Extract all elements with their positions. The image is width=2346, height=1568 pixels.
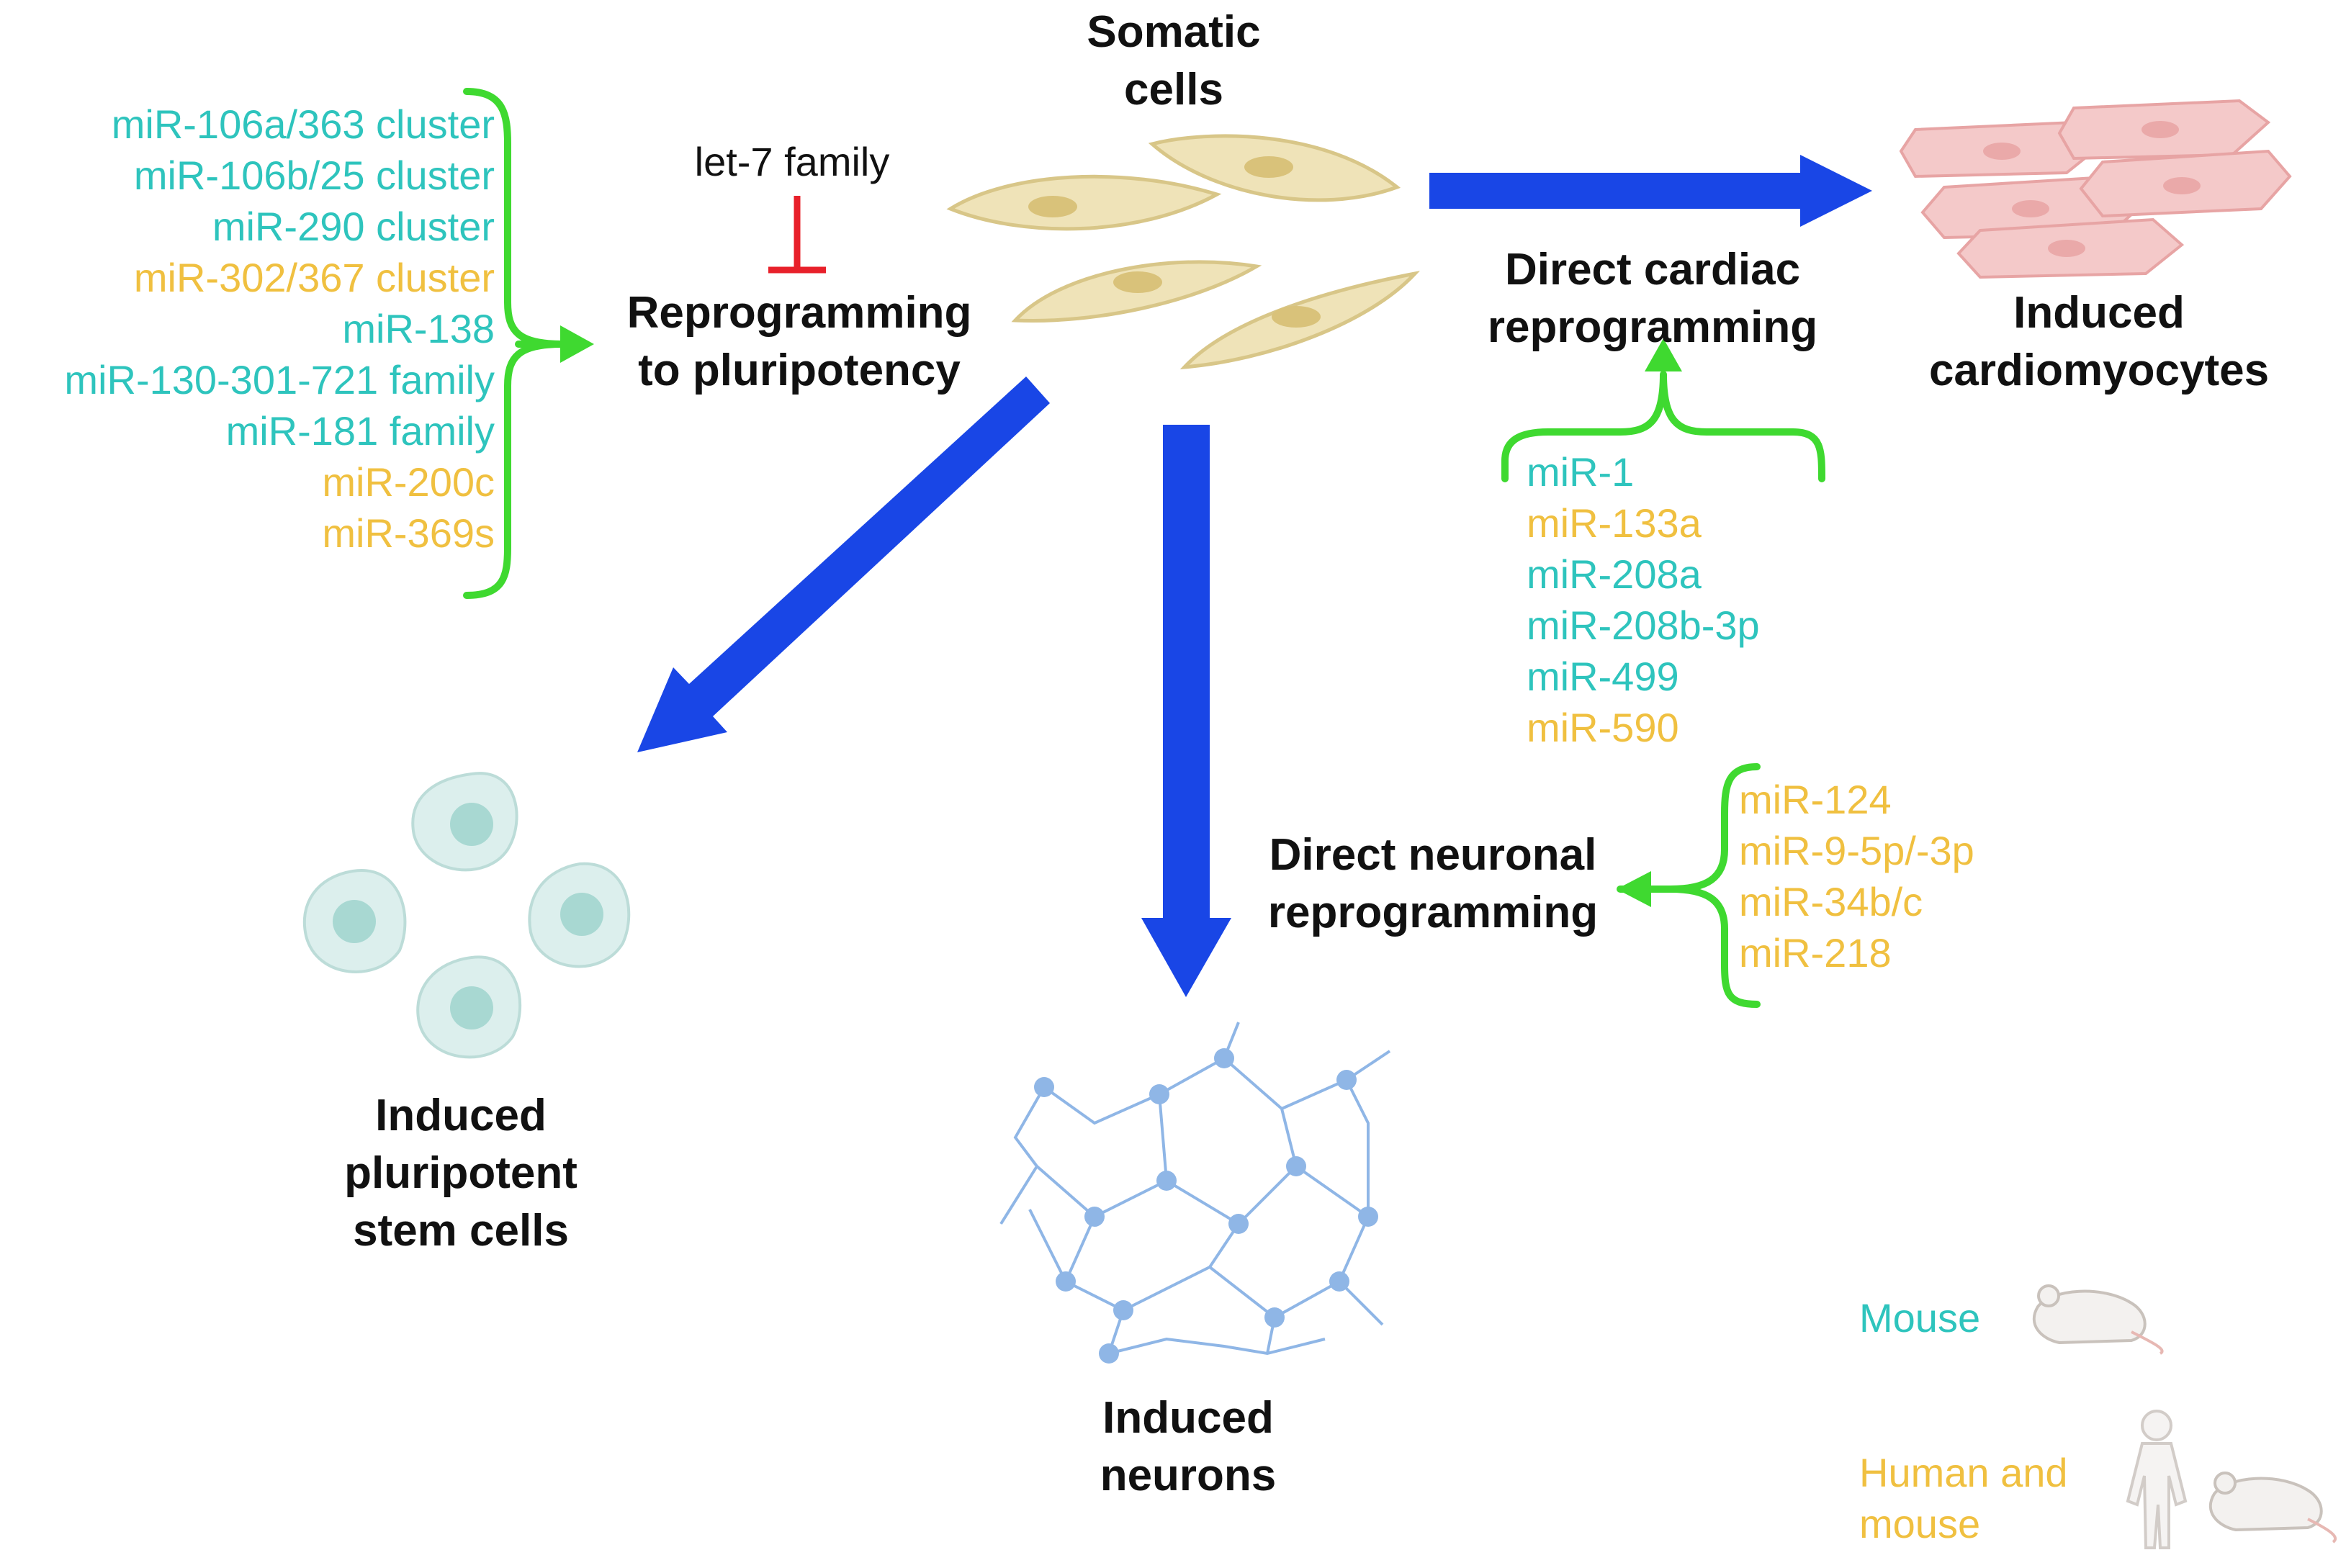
mirna-item: miR-124 [1739,777,1892,822]
neurons-illustration [999,1022,1391,1364]
mirna-item: miR-590 [1527,705,1679,750]
mirna-item: miR-138 [342,306,495,351]
mirna-item: miR-369s [322,510,495,556]
arrow-to-neurons [1141,425,1231,997]
green-arrowheads [560,325,1682,907]
ipsc-illustration [302,772,631,1059]
let7-inhibition-symbol [768,196,826,274]
human-figure-icon [2126,1410,2188,1549]
mirna-item: miR-208b-3p [1527,603,1760,648]
mirna-item: miR-133a [1527,500,1702,546]
mirna-item: miR-218 [1739,930,1892,976]
mirna-item: miR-1 [1527,449,1635,495]
mirna-item: miR-106b/25 cluster [133,153,495,198]
neuronal-mirna-list: miR-124 miR-9-5p/-3p miR-34b/c miR-218 [1739,774,2041,978]
mirna-item: miR-106a/363 cluster [111,102,495,147]
mouse-icon [2032,1284,2164,1355]
mirna-item: miR-34b/c [1739,879,1923,924]
mirna-item: miR-208a [1527,551,1702,597]
mirna-item: miR-181 family [225,408,495,454]
arrow-to-ipsc [637,377,1050,752]
legend-mouse-label: Mouse [1859,1295,1981,1341]
mirna-item: miR-499 [1527,654,1679,699]
mirna-item: miR-302/367 cluster [133,255,495,300]
mirna-item: miR-130-301-721 family [64,357,495,402]
blue-arrows [637,155,1872,997]
mirna-item: miR-9-5p/-3p [1739,828,1974,873]
let7-family-label: let-7 family [694,139,890,184]
cardiac-bracket [1501,371,1825,482]
arrow-to-cardiomyocytes [1429,155,1872,227]
pluripotency-mirna-list: miR-106a/363 cluster miR-106b/25 cluster… [0,99,495,559]
cardiomyocytes-illustration [1899,99,2292,279]
mouse-icon [2208,1472,2337,1544]
cardiac-mirna-list: miR-1 miR-133a miR-208a miR-208b-3p miR-… [1527,446,1829,753]
mirna-item: miR-290 cluster [212,204,495,249]
somatic-cells-illustration [946,134,1421,370]
mirna-item: miR-200c [322,459,495,505]
